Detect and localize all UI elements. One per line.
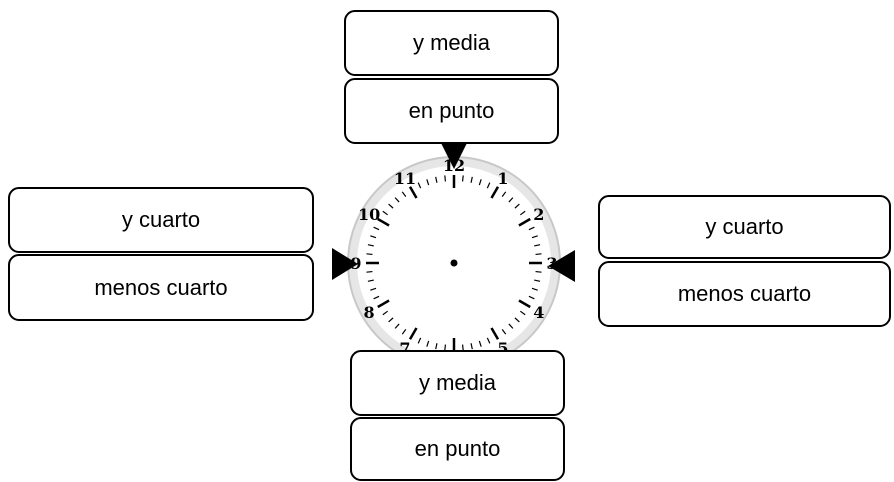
clock-hour-tick — [377, 217, 390, 227]
clock-minute-tick — [435, 343, 438, 350]
clock-minute-tick — [501, 191, 507, 198]
arrow-pointing-to-3 — [548, 250, 575, 282]
clock-minute-tick — [478, 179, 482, 186]
top-option-y-media[interactable]: y media — [344, 10, 559, 76]
top-option-en-punto[interactable]: en punto — [344, 78, 559, 144]
clock-numeral-4: 4 — [533, 303, 544, 322]
clock-center-dot — [450, 259, 458, 267]
clock-minute-tick — [435, 176, 438, 183]
option-label: menos cuarto — [94, 274, 228, 300]
bottom-option-en-punto[interactable]: en punto — [350, 417, 565, 481]
clock-minute-tick — [470, 176, 473, 183]
clock-minute-tick — [417, 337, 422, 344]
arrow-pointing-to-12 — [441, 143, 467, 169]
clock-minute-tick — [486, 337, 491, 344]
clock-minute-tick — [519, 310, 526, 316]
clock-minute-tick — [486, 182, 491, 189]
left-option-y-cuarto[interactable]: y cuarto — [8, 187, 314, 253]
right-option-menos-cuarto[interactable]: menos cuarto — [598, 261, 891, 327]
clock-hour-tick — [518, 299, 531, 309]
clock-hour-tick — [490, 186, 500, 199]
clock-minute-tick — [426, 179, 430, 186]
clock-minute-tick — [401, 328, 407, 335]
option-label: y cuarto — [121, 207, 201, 232]
clock-minute-tick — [388, 317, 394, 323]
clock-minute-tick — [444, 175, 447, 182]
clock-minute-tick — [534, 244, 541, 247]
clock-minute-tick — [535, 253, 542, 256]
clock-minute-tick — [444, 344, 447, 351]
clock-numeral-10: 10 — [358, 205, 380, 224]
clock-minute-tick — [367, 244, 374, 247]
clock-minute-tick — [528, 295, 535, 300]
clock-numeral-2: 2 — [533, 205, 544, 224]
clock-minute-tick — [401, 191, 407, 198]
option-label: en punto — [408, 98, 495, 123]
clock-numeral-1: 1 — [497, 169, 508, 188]
option-label: y media — [418, 370, 497, 395]
option-label: en punto — [414, 436, 501, 461]
clock-minute-tick — [478, 340, 482, 347]
clock-minute-tick — [366, 270, 373, 273]
clock-numeral-7: 7 — [399, 339, 410, 358]
clock-minute-tick — [528, 226, 535, 231]
clock-hour-tick — [518, 217, 531, 227]
clock-minute-tick — [373, 295, 380, 300]
clock-minute-tick — [388, 203, 394, 209]
clock-minute-tick — [519, 210, 526, 216]
clock-hour-tick — [490, 327, 500, 340]
clock-face: 121234567891011 — [347, 156, 561, 371]
clock-minute-tick — [508, 197, 514, 203]
clock-minute-tick — [373, 226, 380, 231]
clock-numeral-8: 8 — [364, 303, 375, 322]
clock-minute-tick — [382, 310, 389, 316]
clock-numeral-11: 11 — [394, 169, 416, 188]
clock-minute-tick — [535, 270, 542, 273]
clock-minute-tick — [514, 317, 520, 323]
bottom-option-y-media[interactable]: y media — [350, 350, 565, 416]
clock-minute-tick — [426, 340, 430, 347]
clock-minute-tick — [501, 328, 507, 335]
clock-minute-tick — [534, 279, 541, 282]
clock-minute-tick — [382, 210, 389, 216]
clock-minute-tick — [508, 323, 514, 329]
arrow-pointing-to-9 — [332, 248, 358, 280]
clock-numeral-5: 5 — [497, 339, 508, 358]
clock-minute-tick — [461, 344, 464, 351]
clock-hour-tick — [377, 299, 390, 309]
clock-minute-tick — [367, 279, 374, 282]
clock-minute-tick — [514, 203, 520, 209]
left-option-menos-cuarto[interactable]: menos cuarto — [8, 254, 314, 321]
option-label: y cuarto — [705, 214, 784, 239]
right-option-y-cuarto[interactable]: y cuarto — [598, 195, 891, 259]
clock-minute-tick — [531, 287, 538, 291]
clock-minute-tick — [531, 235, 538, 239]
clock-minute-tick — [470, 343, 473, 350]
clock-minute-tick — [366, 253, 373, 256]
clock-minute-tick — [417, 182, 422, 189]
clock-minute-tick — [394, 323, 400, 329]
option-label: y media — [412, 30, 491, 55]
clock-minute-tick — [394, 197, 400, 203]
clock-hour-tick — [408, 327, 418, 340]
clock-minute-tick — [370, 235, 377, 239]
clock-minute-tick — [370, 287, 377, 291]
option-label: menos cuarto — [677, 281, 812, 306]
clock-hour-tick — [408, 186, 418, 199]
clock-minute-tick — [461, 175, 464, 182]
